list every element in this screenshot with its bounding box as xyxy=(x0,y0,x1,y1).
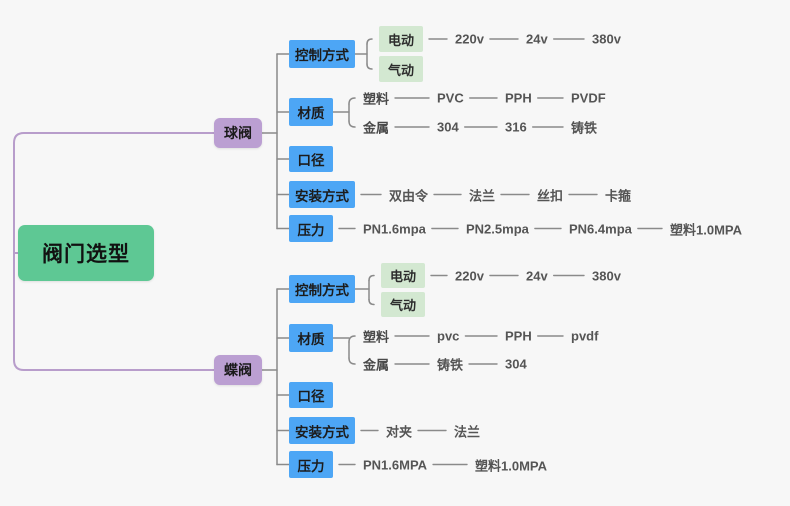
leaf-butterfly-valve-material-0-1[interactable]: PPH xyxy=(505,328,532,344)
category-node-butterfly-valve-pressure[interactable]: 压力 xyxy=(289,451,333,478)
category-node-ball-valve-diameter[interactable]: 口径 xyxy=(289,146,333,172)
connector-line xyxy=(368,274,375,282)
leaf-ball-valve-control-method-0-0[interactable]: 220v xyxy=(455,31,484,47)
leaf-ball-valve-pressure-2[interactable]: PN6.4mpa xyxy=(569,221,632,236)
category-node-butterfly-valve-diameter[interactable]: 口径 xyxy=(289,382,333,408)
leaf-ball-valve-control-method-0-2[interactable]: 380v xyxy=(592,31,621,47)
category-node-ball-valve-material[interactable]: 材质 xyxy=(289,98,333,126)
category-node-butterfly-valve-material[interactable]: 材质 xyxy=(289,324,333,352)
leaf-butterfly-valve-control-method-0-0[interactable]: 220v xyxy=(455,268,484,283)
group-label-butterfly-valve-material-0[interactable]: 塑料 xyxy=(363,329,390,345)
leaf-ball-valve-install-method-1[interactable]: 法兰 xyxy=(469,188,496,203)
category-node-ball-valve-control-method[interactable]: 控制方式 xyxy=(289,40,355,68)
leaf-ball-valve-pressure-0[interactable]: PN1.6mpa xyxy=(363,221,426,236)
leaf-butterfly-valve-control-method-0-1[interactable]: 24v xyxy=(526,268,548,283)
connector-line xyxy=(348,357,356,365)
leaf-butterfly-valve-pressure-1[interactable]: 塑料1.0MPA xyxy=(475,458,547,473)
leaf-ball-valve-material-1-1[interactable]: 316 xyxy=(505,119,527,135)
branch-node-butterfly-valve[interactable]: 蝶阀 xyxy=(214,355,262,385)
leaf-ball-valve-material-0-2[interactable]: PVDF xyxy=(571,90,606,106)
leaf-ball-valve-material-1-2[interactable]: 铸铁 xyxy=(571,120,598,136)
group-label-butterfly-valve-material-1[interactable]: 金属 xyxy=(363,357,390,373)
leaf-ball-valve-control-method-0-1[interactable]: 24v xyxy=(526,31,548,47)
category-node-ball-valve-install-method[interactable]: 安装方式 xyxy=(289,181,355,208)
leaf-butterfly-valve-control-method-0-2[interactable]: 380v xyxy=(592,268,621,283)
leaf-ball-valve-install-method-2[interactable]: 丝扣 xyxy=(537,188,564,203)
connector-line xyxy=(348,120,356,128)
group-label-ball-valve-material-0[interactable]: 塑料 xyxy=(363,91,390,107)
connector-line xyxy=(366,63,373,70)
leaf-butterfly-valve-pressure-0[interactable]: PN1.6MPA xyxy=(363,457,428,472)
sub-node-ball-valve-control-method-1[interactable]: 气动 xyxy=(379,56,423,82)
root-node[interactable]: 阀门选型 xyxy=(18,225,154,281)
sub-node-butterfly-valve-control-method-0[interactable]: 电动 xyxy=(381,263,425,288)
sub-node-butterfly-valve-control-method-1[interactable]: 气动 xyxy=(381,292,425,317)
group-label-ball-valve-material-1[interactable]: 金属 xyxy=(363,120,390,136)
leaf-butterfly-valve-install-method-1[interactable]: 法兰 xyxy=(454,424,481,439)
leaf-butterfly-valve-material-1-1[interactable]: 304 xyxy=(505,356,527,372)
leaf-butterfly-valve-material-0-2[interactable]: pvdf xyxy=(571,328,599,344)
leaf-ball-valve-material-0-1[interactable]: PPH xyxy=(505,90,532,106)
leaf-ball-valve-install-method-3[interactable]: 卡箍 xyxy=(605,188,632,203)
branch-node-ball-valve[interactable]: 球阀 xyxy=(214,118,262,148)
leaf-ball-valve-pressure-3[interactable]: 塑料1.0MPA xyxy=(670,222,742,237)
connector-line xyxy=(366,38,373,45)
leaf-ball-valve-install-method-0[interactable]: 双由令 xyxy=(389,188,429,203)
leaf-ball-valve-pressure-1[interactable]: PN2.5mpa xyxy=(466,221,529,236)
leaf-ball-valve-material-1-0[interactable]: 304 xyxy=(437,119,459,135)
sub-node-ball-valve-control-method-0[interactable]: 电动 xyxy=(379,26,423,52)
leaf-ball-valve-material-0-0[interactable]: PVC xyxy=(437,90,464,106)
connector-line xyxy=(368,298,375,306)
category-node-butterfly-valve-install-method[interactable]: 安装方式 xyxy=(289,417,355,444)
category-node-butterfly-valve-control-method[interactable]: 控制方式 xyxy=(289,275,355,303)
category-node-ball-valve-pressure[interactable]: 压力 xyxy=(289,215,333,242)
leaf-butterfly-valve-material-1-0[interactable]: 铸铁 xyxy=(437,357,464,373)
connector-line xyxy=(348,335,356,343)
leaf-butterfly-valve-install-method-0[interactable]: 对夹 xyxy=(386,424,413,439)
leaf-butterfly-valve-material-0-0[interactable]: pvc xyxy=(437,328,460,344)
connector-line xyxy=(348,97,356,105)
